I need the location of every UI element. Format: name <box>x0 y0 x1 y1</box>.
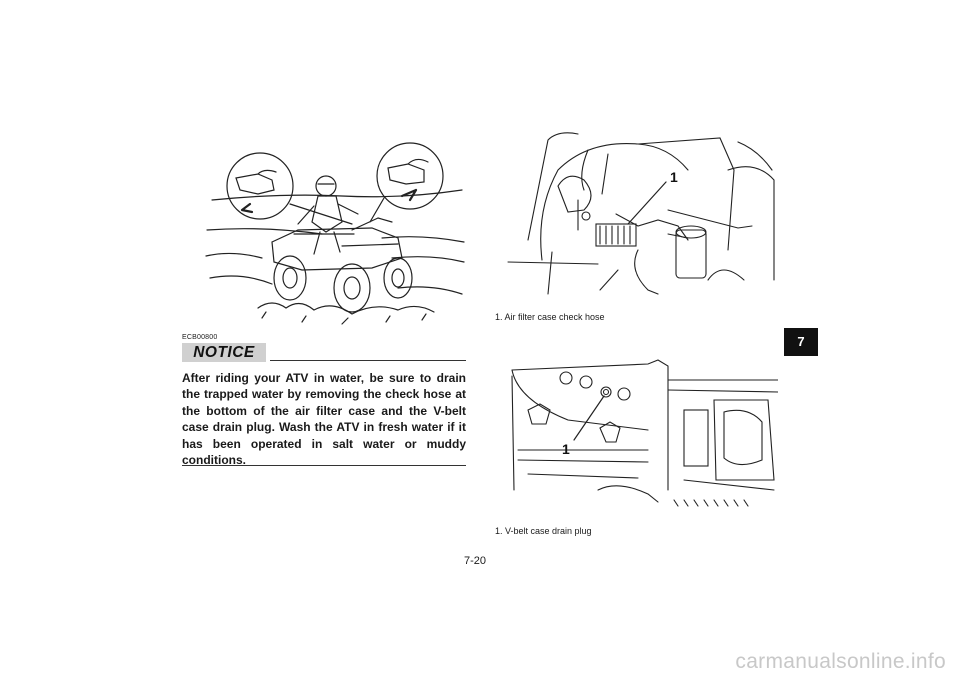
notice-text: After riding your ATV in water, be sure … <box>182 371 466 468</box>
drain-plug-caption: 1. V-belt case drain plug <box>495 526 592 536</box>
air-filter-caption: 1. Air filter case check hose <box>495 312 605 322</box>
notice-top-rule <box>270 360 466 361</box>
air-filter-check-hose-illustration: 1 <box>488 130 778 298</box>
air-filter-callout: 1 <box>670 169 678 185</box>
page-number: 7-20 <box>464 555 487 567</box>
notice-header: NOTICE <box>182 343 466 363</box>
reference-code: ECB00800 <box>182 334 218 341</box>
drain-plug-callout: 1 <box>562 441 570 457</box>
watermark: carmanualsonline.info <box>735 650 946 673</box>
chapter-tab: 7 <box>784 328 818 356</box>
notice-bottom-rule <box>182 465 466 466</box>
vbelt-drain-plug-illustration: 1 <box>488 340 778 512</box>
atv-in-water-illustration <box>202 138 466 326</box>
notice-label: NOTICE <box>182 343 266 362</box>
